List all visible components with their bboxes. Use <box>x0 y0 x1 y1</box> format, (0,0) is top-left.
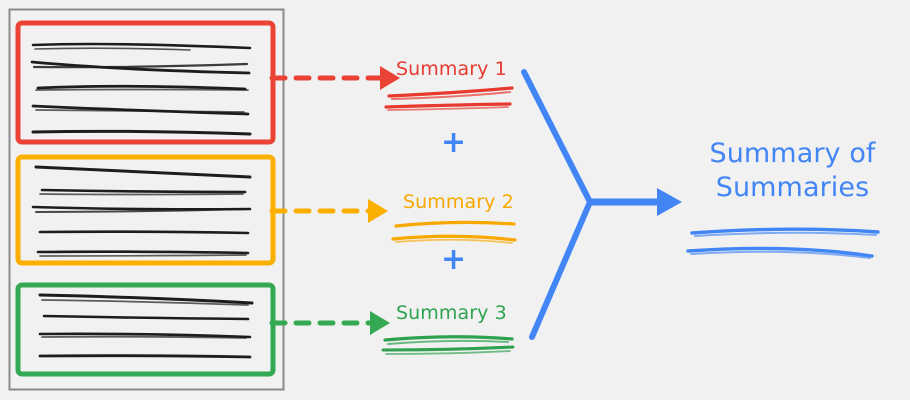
plus-2: + <box>441 242 467 277</box>
summary-3-label: Summary 3 <box>396 302 507 324</box>
chunk-1-box[interactable] <box>15 20 276 145</box>
document-container <box>8 8 285 391</box>
chunk-3-text-lines <box>38 293 254 359</box>
arrow-chunk2-to-summary2 <box>269 199 388 223</box>
final-output-squiggles <box>686 227 880 259</box>
summary-1-label: Summary 1 <box>396 58 507 80</box>
chunk-1-group[interactable] <box>15 20 276 145</box>
chunk-2-text-lines <box>31 165 252 257</box>
summary-1-squiggles <box>384 86 514 111</box>
summary-2-squiggles <box>391 220 517 244</box>
chunk-3-box[interactable] <box>15 282 276 377</box>
chunk-1-text-lines <box>30 42 252 136</box>
merge-arrow <box>521 69 682 340</box>
summary-2-label: Summary 2 <box>403 191 514 213</box>
arrow-chunk3-to-summary3 <box>269 311 390 335</box>
summary-of-summaries-label: Summary of Summaries <box>709 138 876 203</box>
plus-1: + <box>441 125 467 160</box>
summary-3-squiggles <box>381 335 515 355</box>
chunk-3-group[interactable] <box>15 282 276 377</box>
arrow-chunk1-to-summary1 <box>269 66 400 90</box>
chunk-2-group[interactable] <box>15 154 276 266</box>
